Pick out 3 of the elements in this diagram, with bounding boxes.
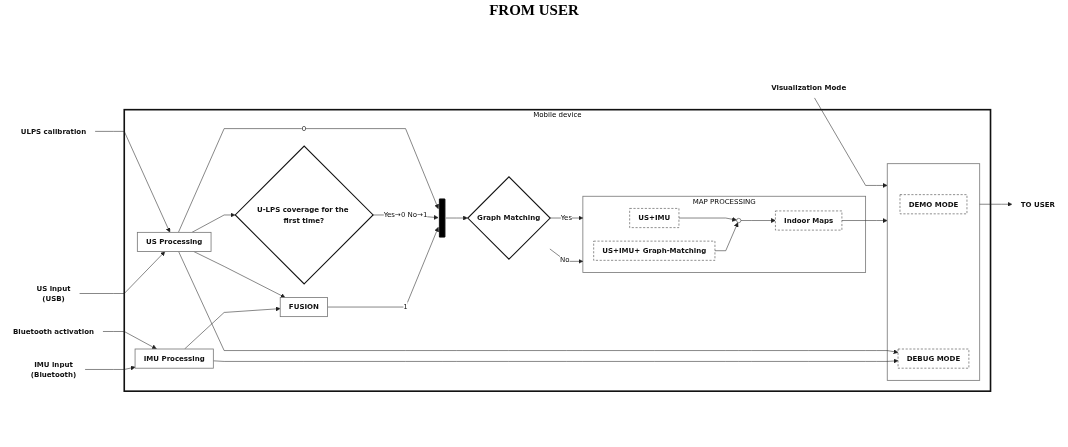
cluster bbox=[886, 163, 981, 381]
heading-label: FROM USER bbox=[489, 2, 579, 18]
node-circle bbox=[736, 218, 742, 224]
